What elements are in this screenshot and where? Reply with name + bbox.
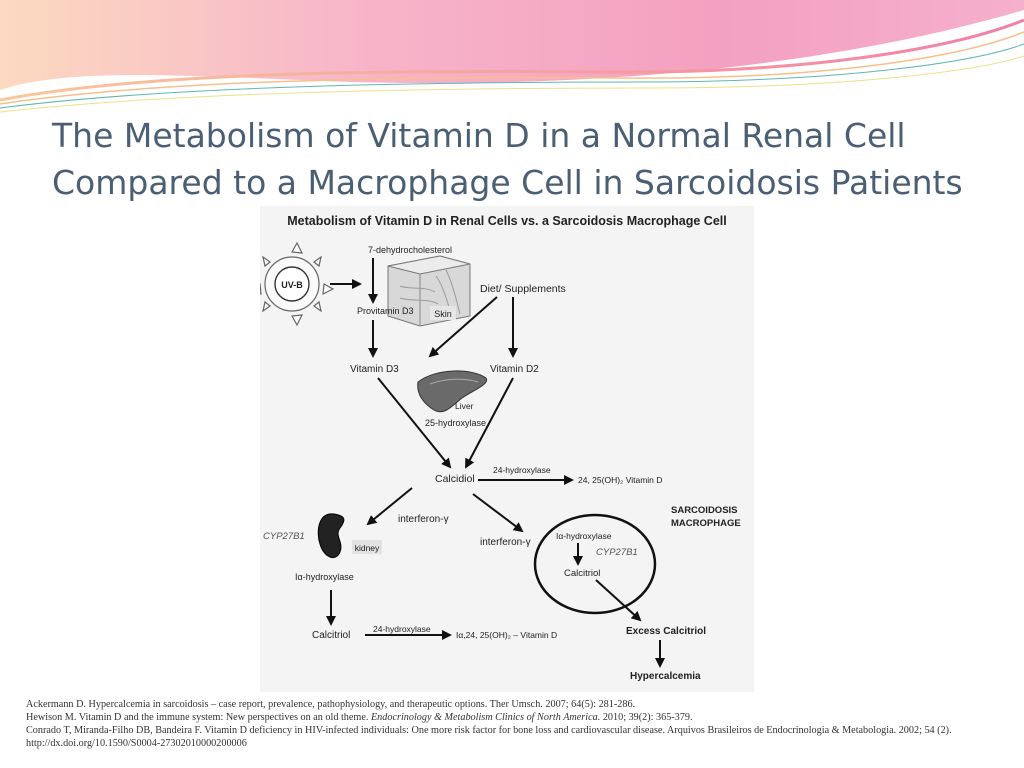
decorative-swoosh-header bbox=[0, 0, 1024, 113]
hypercalcemia-label: Hypercalcemia bbox=[630, 671, 701, 682]
cyp27b1-left-label: CYP27B1 bbox=[263, 531, 305, 542]
slide-title-line-1: The Metabolism of Vitamin D in a Normal … bbox=[52, 116, 906, 155]
calcitriol-left-label: Calcitriol bbox=[312, 630, 350, 641]
kidney-label-box bbox=[352, 540, 382, 554]
references: Ackermann D. Hypercalcemia in sarcoidosi… bbox=[26, 698, 1011, 750]
macrophage-cell-outline bbox=[533, 513, 657, 615]
cyp27b1-right-label: CYP27B1 bbox=[596, 547, 638, 558]
vitamin-d3-label: Vitamin D3 bbox=[350, 364, 399, 375]
hydroxylase-24-bottom-label: 24-hydroxylase bbox=[373, 624, 431, 634]
provitamin-d3-label: Provitamin D3 bbox=[357, 306, 414, 316]
product-1a-24-25-label: Iα,24, 25(OH)₂ – Vitamin D bbox=[456, 630, 557, 640]
sarcoidosis-label: SARCOIDOSIS bbox=[671, 505, 738, 516]
excess-calcitriol-label: Excess Calcitriol bbox=[626, 626, 706, 637]
interferon-left-label: interferon-γ bbox=[398, 514, 449, 525]
reference-3: Conrado T, Miranda-Filho DB, Bandeira F.… bbox=[26, 725, 952, 749]
diet-supplements-label: Diet/ Supplements bbox=[480, 283, 566, 295]
uvb-sun-icon bbox=[260, 241, 335, 327]
reference-2-details: 2010; 39(2): 365-379. bbox=[600, 712, 693, 723]
arrow-diet-to-d3 bbox=[428, 296, 498, 358]
kidney-icon bbox=[317, 513, 345, 559]
reference-2: Hewison M. Vitamin D and the immune syst… bbox=[26, 711, 1011, 724]
vitamin-d-metabolism-diagram: Metabolism of Vitamin D in Renal Cells v… bbox=[260, 206, 754, 692]
calcitriol-right-label: Calcitriol bbox=[564, 568, 600, 579]
alpha-hydroxylase-right-label: Iα-hydroxylase bbox=[556, 531, 612, 541]
skin-label: Skin bbox=[434, 309, 452, 319]
dehydrocholesterol-label: 7-dehydrocholesterol bbox=[368, 245, 452, 255]
kidney-label: kidney bbox=[355, 543, 380, 553]
reference-2-journal: Endocrinology & Metabolism Clinics of No… bbox=[370, 712, 601, 723]
arrow-d3-to-calcidiol bbox=[377, 377, 452, 469]
diagram-title: Metabolism of Vitamin D in Renal Cells v… bbox=[287, 214, 726, 228]
liver-label: Liver bbox=[455, 401, 474, 411]
arrow-d2-to-calcidiol bbox=[465, 377, 514, 469]
arrow-calcidiol-to-macrophage bbox=[472, 493, 524, 533]
slide-title: The Metabolism of Vitamin D in a Normal … bbox=[52, 112, 1002, 206]
slide-title-line-2: Compared to a Macrophage Cell in Sarcoid… bbox=[52, 163, 963, 202]
interferon-right-label: interferon-γ bbox=[480, 537, 531, 548]
reference-2-text: Hewison M. Vitamin D and the immune syst… bbox=[26, 712, 371, 723]
vitamin-d2-label: Vitamin D2 bbox=[490, 364, 539, 375]
calcidiol-label: Calcidiol bbox=[435, 473, 475, 485]
diagram-background bbox=[260, 206, 754, 692]
product-24-25-label: 24, 25(OH)₂ Vitamin D bbox=[578, 475, 662, 485]
alpha-hydroxylase-left-label: Iα-hydroxylase bbox=[295, 572, 354, 582]
reference-1: Ackermann D. Hypercalcemia in sarcoidosi… bbox=[26, 699, 636, 710]
arrow-calcidiol-to-kidney bbox=[366, 487, 413, 526]
hydroxylase-25-label: 25-hydroxylase bbox=[425, 418, 486, 428]
uvb-label: UV-B bbox=[281, 280, 303, 290]
macrophage-label: MACROPHAGE bbox=[671, 518, 741, 529]
liver-icon bbox=[417, 370, 488, 413]
skin-label-box bbox=[430, 306, 456, 320]
hydroxylase-24-top-label: 24-hydroxylase bbox=[493, 465, 551, 475]
arrow-calcitriol-to-excess bbox=[595, 579, 642, 622]
